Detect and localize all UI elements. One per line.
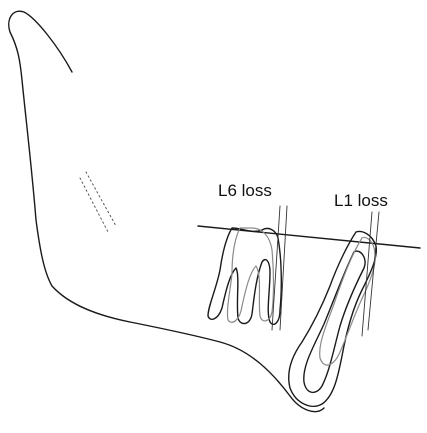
mandible-outline (9, 11, 324, 411)
l1-reference-line-1 (362, 212, 372, 336)
l6-molar-grey-outline (227, 228, 273, 322)
l6-loss-label: L6 loss (218, 181, 272, 200)
l1-reference-line-2 (368, 212, 379, 330)
l1-loss-label: L1 loss (334, 191, 388, 210)
l1-incisor-grey-outline (320, 237, 376, 365)
